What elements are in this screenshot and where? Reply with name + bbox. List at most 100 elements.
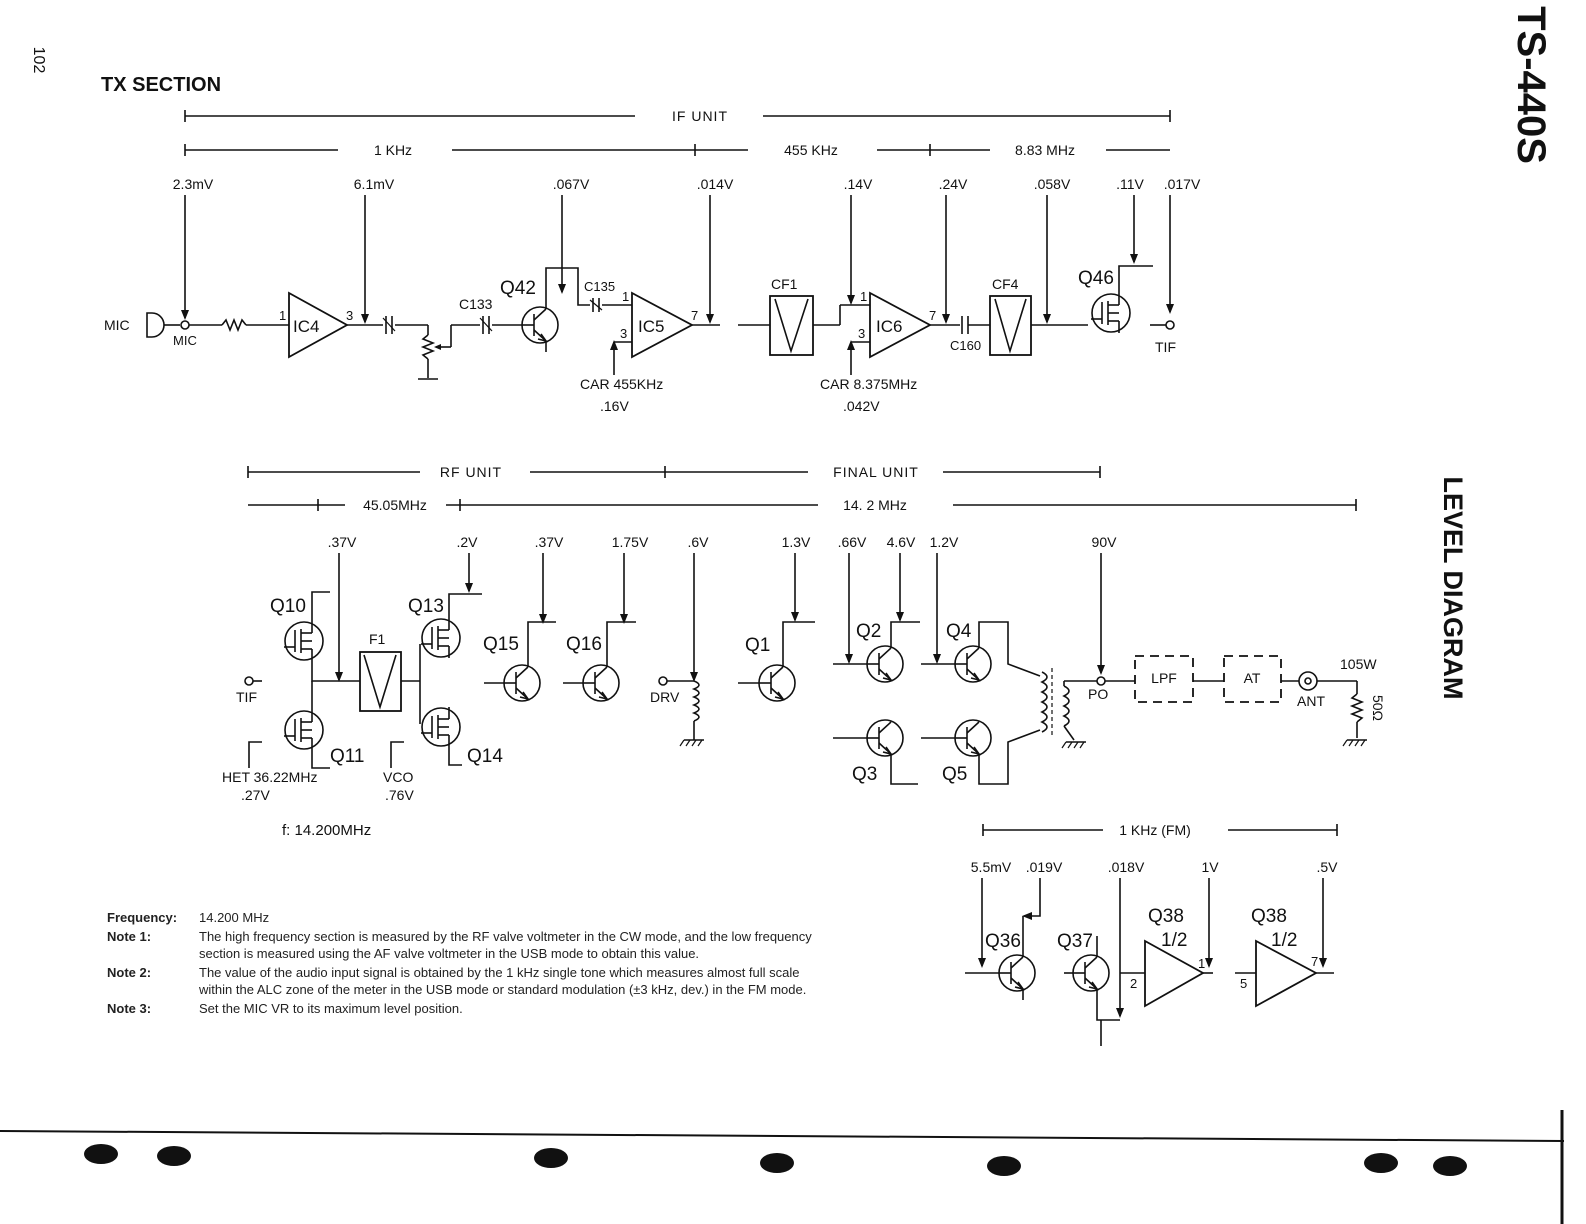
band-1khz: 1 KHz: [374, 142, 412, 158]
ic5-pin1: 1: [622, 289, 629, 304]
het-label: HET 36.22MHz: [222, 769, 317, 785]
q42-label: Q42: [500, 278, 536, 299]
level-drv: .6V: [687, 534, 709, 550]
level-ic6-out: .24V: [939, 176, 968, 192]
level-mic: 2.3mV: [173, 176, 214, 192]
freq-note: f: 14.200MHz: [282, 822, 371, 839]
if-unit-label: IF UNIT: [672, 108, 728, 124]
page-number: 102: [30, 47, 47, 74]
car2-level: .042V: [843, 398, 880, 414]
fm-level-q38b: .5V: [1316, 859, 1338, 875]
rf-chain: TIF Q10 Q11 HET 36.22MHz .27V F1 Q13 Q14…: [222, 591, 1386, 803]
fm-band: 1 KHz (FM): [982, 822, 1338, 838]
note-key: Note 2:: [107, 965, 152, 980]
notes-block: Frequency: 14.200 MHz Note 1: The high f…: [107, 909, 827, 1019]
car1-label: CAR 455KHz: [580, 376, 663, 392]
q3-label: Q3: [852, 764, 877, 785]
q38a-pin2: 2: [1130, 976, 1137, 991]
level-ic5: .014V: [697, 176, 734, 192]
rf-unit-label: RF UNIT: [440, 464, 502, 480]
q4-label: Q4: [946, 621, 972, 642]
section-title: TX SECTION: [101, 74, 221, 96]
q38b-pin5: 5: [1240, 976, 1247, 991]
rf-freq-bands: 45.05MHz 14. 2 MHz: [248, 497, 1357, 513]
side-title: LEVEL DIAGRAM: [1438, 476, 1468, 699]
q38a-label: Q38: [1148, 906, 1184, 927]
fm-level-q38a: 1V: [1201, 859, 1219, 875]
ic4-label: IC4: [293, 317, 319, 336]
level-ic6-in: .14V: [844, 176, 873, 192]
q10-label: Q10: [270, 596, 306, 617]
q37-label: Q37: [1057, 931, 1093, 952]
lpf-block: [1134, 655, 1194, 703]
if-probe-arrows: [181, 195, 1174, 324]
binder-edge: [0, 1110, 1565, 1224]
note-2: Note 2: The value of the audio input sig…: [107, 964, 827, 998]
q1-label: Q1: [745, 635, 770, 656]
note-text: The value of the audio input signal is o…: [199, 965, 807, 997]
q38b-amplifier-icon: [1255, 939, 1318, 1008]
level-po: 90V: [1092, 534, 1118, 550]
po-label: PO: [1088, 686, 1108, 702]
vco-label: VCO: [383, 769, 413, 785]
ic6-pin7: 7: [929, 308, 936, 323]
mic-node-label: MIC: [173, 333, 197, 348]
if-level-labels: 2.3mV 6.1mV .067V .014V .14V .24V .058V …: [173, 176, 1201, 192]
q14-label: Q14: [467, 746, 503, 767]
power-label: 105W: [1340, 656, 1377, 672]
drv-label: DRV: [650, 689, 680, 705]
q11-label: Q11: [330, 746, 365, 767]
vco-level: .76V: [385, 787, 414, 803]
load-label: 50Ω: [1370, 695, 1386, 721]
q38a-half: 1/2: [1161, 930, 1187, 951]
dummy-load-icon: [1349, 693, 1365, 723]
note-text: 14.200 MHz: [199, 910, 270, 925]
level-q2-base: .66V: [838, 534, 867, 550]
level-q16: 1.75V: [612, 534, 649, 550]
ic6-pin3: 3: [858, 326, 865, 341]
at-label: AT: [1244, 670, 1261, 686]
car1-level: .16V: [600, 398, 629, 414]
ic6-pin1: 1: [860, 289, 867, 304]
level-q4-base: 1.2V: [930, 534, 959, 550]
q2-label: Q2: [856, 621, 881, 642]
band-4505mhz: 45.05MHz: [363, 497, 427, 513]
level-q2-collector: 4.6V: [887, 534, 916, 550]
rf-level-labels: .37V .2V .37V 1.75V .6V 1.3V .66V 4.6V 1…: [328, 534, 1118, 550]
note-key: Note 3:: [107, 1001, 152, 1016]
fm-level-labels: 5.5mV .019V .018V 1V .5V: [971, 859, 1338, 875]
f1-filter-icon: [359, 651, 402, 712]
het-level: .27V: [241, 787, 270, 803]
q38b-pin7: 7: [1311, 954, 1318, 969]
q36-label: Q36: [985, 931, 1021, 952]
q16-label: Q16: [566, 634, 602, 655]
ic5-pin3: 3: [620, 326, 627, 341]
fm-level-q36: 5.5mV: [971, 859, 1012, 875]
q46-label: Q46: [1078, 268, 1114, 289]
note-text: The high frequency section is measured b…: [199, 929, 812, 961]
c133-label: C133: [459, 296, 493, 312]
q38a-pin1: 1: [1198, 956, 1205, 971]
cf4-label: CF4: [992, 276, 1019, 292]
c135-label: C135: [584, 279, 615, 294]
q5-label: Q5: [942, 764, 967, 785]
f1-label: F1: [369, 631, 386, 647]
if-chain: MIC MIC IC4 1 3 C133 Q42: [104, 265, 1176, 414]
mic-jack-icon: [146, 312, 165, 338]
level-q15: .37V: [535, 534, 564, 550]
tif-out-label: TIF: [1155, 339, 1176, 355]
tif-in-label: TIF: [236, 689, 257, 705]
c160-label: C160: [950, 338, 981, 353]
ic5-pin7: 7: [691, 308, 698, 323]
level-q10: .37V: [328, 534, 357, 550]
note-frequency: Frequency: 14.200 MHz: [107, 909, 827, 926]
mic-resistor-icon: [221, 317, 247, 333]
q38b-label: Q38: [1251, 906, 1287, 927]
rf-unit-band: RF UNIT FINAL UNIT: [247, 464, 1101, 480]
level-cf4: .058V: [1034, 176, 1071, 192]
ic5-label: IC5: [638, 317, 664, 336]
if-unit-band: IF UNIT: [184, 108, 1171, 124]
fm-band-label: 1 KHz (FM): [1119, 822, 1191, 838]
level-tif: .017V: [1164, 176, 1201, 192]
q38a-amplifier-icon: [1144, 939, 1205, 1008]
